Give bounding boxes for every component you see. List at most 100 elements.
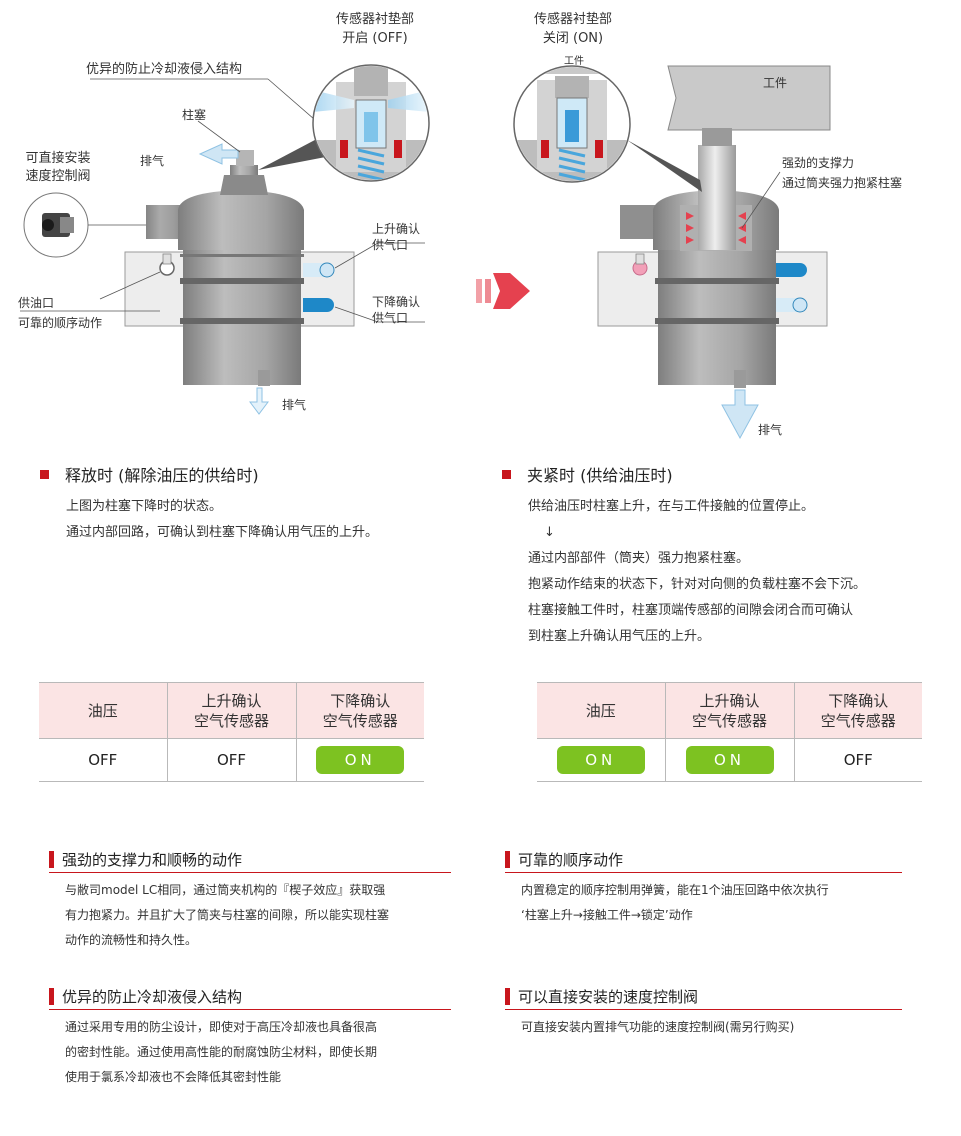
- on-status-badge: ON: [685, 746, 774, 774]
- header-up-sensor: 上升确认空气传感器: [665, 682, 795, 739]
- cell-down-status: ON: [296, 738, 424, 782]
- table-row: ON ON OFF: [537, 738, 922, 782]
- left-sensor-title-line2: 开启 (OFF): [342, 31, 408, 46]
- feature-text: 与敝司model LC相同，通过筒夹机构的『楔子效应』获取强 有力抱紧力。并且扩…: [49, 878, 451, 953]
- clamp-line-arrow: ↓: [544, 525, 555, 540]
- header-down-sensor-line2: 空气传感器: [322, 711, 398, 730]
- header-down-sensor-line1: 下降确认: [330, 691, 391, 710]
- up-port-label: 上升确认 供气口: [372, 221, 420, 253]
- feature-line: 与敝司model LC相同，通过筒夹机构的『楔子效应』获取强: [65, 883, 386, 897]
- feature-line: 的密封性能。通过使用高性能的耐腐蚀防尘材料，即使长期: [65, 1045, 378, 1059]
- release-section-title: 释放时 (解除油压的供给时): [40, 462, 259, 486]
- header-up-sensor-line1: 上升确认: [699, 691, 760, 710]
- exhaust-bottom-right-label: 排气: [758, 423, 783, 437]
- header-up-sensor-line2: 空气传感器: [193, 711, 269, 730]
- release-sensor-table: 油压 上升确认空气传感器 下降确认空气传感器 OFF OFF ON: [39, 682, 424, 782]
- plunger-label: 柱塞: [182, 108, 207, 122]
- bullet-square-icon: [502, 469, 511, 479]
- feature-line: 有力抱紧力。并且扩大了筒夹与柱塞的间隙，所以能实现柱塞: [65, 908, 390, 922]
- clamp-line: 到柱塞上升确认用气压的上升。: [528, 629, 711, 644]
- exhaust-top-label: 排气: [140, 154, 165, 168]
- header-down-sensor-line2: 空气传感器: [820, 711, 896, 730]
- heading-bar-icon: [505, 988, 510, 1005]
- up-port-label-line1: 上升确认: [372, 222, 421, 236]
- feature-heading: 可以直接安装的速度控制阀: [505, 986, 902, 1010]
- transition-arrow: [476, 273, 530, 309]
- feature-title: 可靠的顺序动作: [518, 851, 624, 869]
- header-up-sensor-line1: 上升确认: [201, 691, 262, 710]
- header-down-sensor: 下降确认空气传感器: [794, 682, 922, 739]
- clamp-line: 通过内部部件（筒夹）强力抱紧柱塞。: [528, 551, 750, 566]
- feature-heading: 强劲的支撑力和顺畅的动作: [49, 849, 451, 873]
- workpiece-label: 工件: [763, 76, 788, 90]
- feature-title: 可以直接安装的速度控制阀: [518, 988, 699, 1006]
- feature-line: 使用于氯系冷却液也不会降低其密封性能: [65, 1070, 282, 1084]
- feature-text: 内置稳定的顺序控制用弹簧，能在1个油压回路中依次执行 ‘柱塞上升→接触工件→锁定…: [505, 878, 902, 928]
- clamp-sensor-table: 油压 上升确认空气传感器 下降确认空气传感器 ON ON OFF: [537, 682, 922, 782]
- cell-oil-status: ON: [537, 738, 666, 782]
- sequence-label: 可靠的顺序动作: [18, 316, 103, 330]
- feature-text: 通过采用专用的防尘设计，即使对于高压冷却液也具备很高 的密封性能。通过使用高性能…: [49, 1015, 451, 1090]
- feature-coolant-protection: 优异的防止冷却液侵入结构 通过采用专用的防尘设计，即使对于高压冷却液也具备很高 …: [49, 986, 451, 1090]
- left-cylinder: [20, 78, 425, 415]
- table-row: OFF OFF ON: [39, 738, 424, 782]
- cell-down-status: OFF: [794, 738, 922, 782]
- release-line: 上图为柱塞下降时的状态。: [66, 499, 223, 514]
- feature-text: 可直接安装内置排气功能的速度控制阀(需另行购买): [505, 1015, 902, 1040]
- down-port-label: 下降确认 供气口: [372, 294, 420, 326]
- header-oil-pressure: 油压: [39, 682, 168, 739]
- oil-port-label: 供油口: [18, 296, 55, 310]
- feature-title: 优异的防止冷却液侵入结构: [62, 988, 243, 1006]
- clamp-cylinder-diagram: [20, 64, 831, 440]
- clamp-title-text: 夹紧时 (供给油压时): [527, 466, 673, 485]
- clamp-section-title: 夹紧时 (供给油压时): [502, 462, 673, 486]
- header-down-sensor: 下降确认空气传感器: [296, 682, 424, 739]
- cell-oil-status: OFF: [39, 738, 168, 782]
- up-port-label-line2: 供气口: [372, 238, 409, 252]
- header-up-sensor: 上升确认空气传感器: [167, 682, 297, 739]
- cell-up-status: OFF: [167, 738, 297, 782]
- left-sensor-magnifier: [312, 64, 430, 182]
- on-status-badge: ON: [316, 746, 405, 774]
- clamp-line: 抱紧动作结束的状态下，针对对向侧的负载柱塞不会下沉。: [528, 577, 867, 592]
- heading-bar-icon: [49, 851, 54, 868]
- bullet-square-icon: [40, 469, 49, 479]
- left-sensor-title-line1: 传感器衬垫部: [335, 12, 414, 27]
- feature-line: 内置稳定的顺序控制用弹簧，能在1个油压回路中依次执行: [521, 883, 829, 897]
- heading-bar-icon: [505, 851, 510, 868]
- cell-up-status: ON: [665, 738, 795, 782]
- left-sensor-title: 传感器衬垫部 开启 (OFF): [325, 10, 425, 48]
- right-sensor-title-line2: 关闭 (ON): [542, 31, 604, 46]
- header-up-sensor-line2: 空气传感器: [691, 711, 767, 730]
- clamp-line: 柱塞接触工件时，柱塞顶端传感部的间隙会闭合而可确认: [528, 603, 854, 618]
- coolant-structure-label: 优异的防止冷却液侵入结构: [86, 62, 243, 77]
- right-sensor-title-line1: 传感器衬垫部: [533, 12, 612, 27]
- heading-bar-icon: [49, 988, 54, 1005]
- feature-line: ‘柱塞上升→接触工件→锁定’动作: [521, 908, 693, 922]
- feature-heading: 可靠的顺序动作: [505, 849, 902, 873]
- header-oil-pressure: 油压: [537, 682, 666, 739]
- support-force-label: 强劲的支撑力 通过筒夹强力抱紧柱塞: [782, 153, 902, 193]
- feature-line: 动作的流畅性和持久性。: [65, 933, 198, 947]
- down-port-label-line1: 下降确认: [372, 295, 421, 309]
- right-cylinder: [597, 65, 831, 440]
- on-status-badge: ON: [556, 746, 645, 774]
- right-sensor-magnifier: [513, 65, 631, 183]
- release-title-text: 释放时 (解除油压的供给时): [65, 466, 259, 485]
- header-down-sensor-line1: 下降确认: [828, 691, 889, 710]
- speed-valve-label: 可直接安装 速度控制阀: [18, 150, 98, 186]
- support-force-label-line2: 通过筒夹强力抱紧柱塞: [782, 176, 903, 190]
- release-line: 通过内部回路，可确认到柱塞下降确认用气压的上升。: [66, 525, 379, 540]
- speed-valve-label-line1: 可直接安装: [25, 151, 91, 166]
- clamp-description: 供给油压时柱塞上升，在与工件接触的位置停止。 ↓ 通过内部部件（筒夹）强力抱紧柱…: [528, 494, 866, 650]
- feature-heading: 优异的防止冷却液侵入结构: [49, 986, 451, 1010]
- feature-title: 强劲的支撑力和顺畅的动作: [62, 851, 243, 869]
- feature-line: 通过采用专用的防尘设计，即使对于高压冷却液也具备很高: [65, 1020, 378, 1034]
- clamp-line: 供给油压时柱塞上升，在与工件接触的位置停止。: [528, 499, 815, 514]
- release-description: 上图为柱塞下降时的状态。 通过内部回路，可确认到柱塞下降确认用气压的上升。: [66, 494, 378, 546]
- feature-strong-support: 强劲的支撑力和顺畅的动作 与敝司model LC相同，通过筒夹机构的『楔子效应』…: [49, 849, 451, 953]
- right-sensor-title: 传感器衬垫部 关闭 (ON): [523, 10, 623, 48]
- feature-line: 可直接安装内置排气功能的速度控制阀(需另行购买): [521, 1020, 795, 1034]
- feature-sequence: 可靠的顺序动作 内置稳定的顺序控制用弹簧，能在1个油压回路中依次执行 ‘柱塞上升…: [505, 849, 902, 928]
- workpiece-small-label: 工件: [564, 56, 584, 67]
